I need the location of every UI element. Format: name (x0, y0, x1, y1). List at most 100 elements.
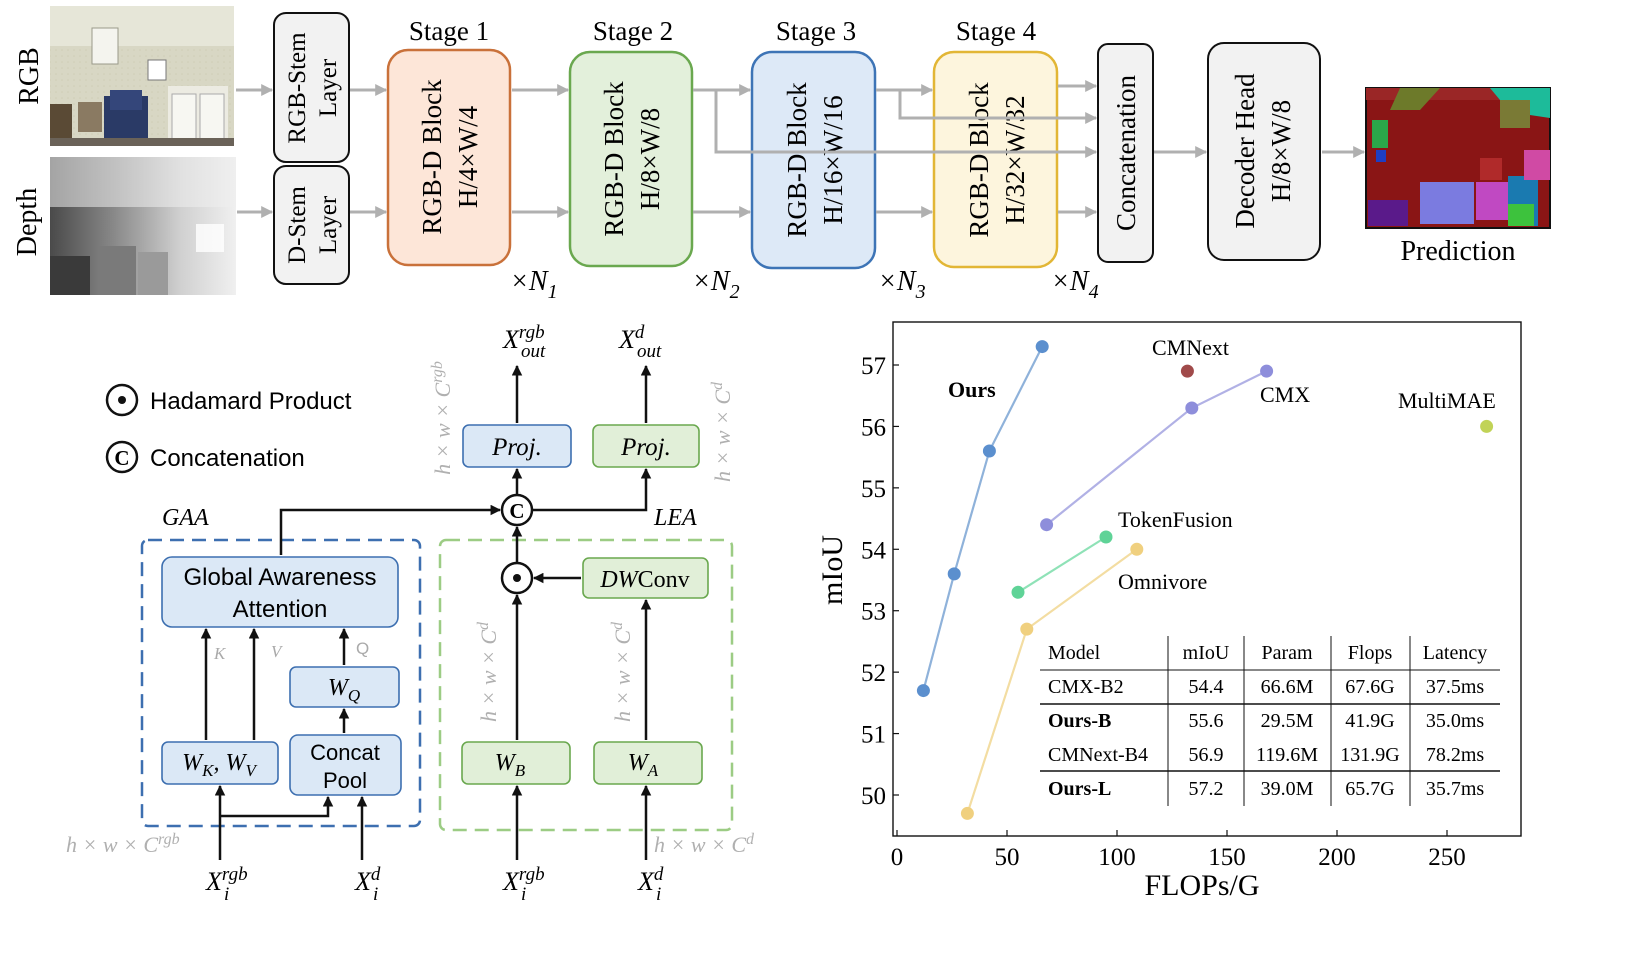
data-point-ours (1035, 340, 1049, 354)
table-cell: 37.5ms (1426, 676, 1485, 698)
table-cell: 131.9G (1340, 744, 1399, 766)
concat-legend-symbol (105, 440, 139, 474)
depth-stem-layer (273, 165, 350, 285)
stage-1: Stage 1 RGB-D Block H/4×W/4 ×N1 (386, 16, 558, 303)
depth-stem-line2: Layer (315, 195, 342, 254)
shape-cd-bottom: h × w × Cd (654, 831, 755, 857)
wq-box (289, 666, 400, 708)
data-point-cmx (1040, 518, 1054, 532)
concat-node (500, 493, 534, 527)
proj-d-box (592, 424, 700, 468)
y-tick-label: 56 (861, 414, 886, 441)
shape-crgb-bottom: h × w × Crgb (66, 831, 180, 857)
table-cell: 35.0ms (1426, 710, 1485, 732)
concat-pool-box (289, 734, 402, 796)
k-label: K (213, 644, 227, 663)
x-axis-label: FLOPs/G (1144, 869, 1259, 902)
stage-1-repeat: ×N1 (510, 266, 558, 303)
data-point-omnivore (960, 806, 974, 820)
table-cell: 65.7G (1345, 778, 1394, 800)
table-cell: 35.7ms (1426, 778, 1485, 800)
decoder-head-line2: H/8×W/8 (1266, 100, 1296, 202)
table-cell: 29.5M (1261, 710, 1314, 732)
x-tick-label: 200 (1318, 844, 1356, 871)
decoder-head-box (1207, 42, 1321, 261)
x-tick-label: 250 (1428, 844, 1466, 871)
v-label: V (271, 642, 284, 661)
global-awareness-attention-box (161, 556, 399, 628)
y-tick-label: 50 (861, 783, 886, 810)
table-header-cell: Param (1261, 642, 1313, 664)
x-tick-label: 50 (995, 844, 1020, 871)
series-line-tokenfusion (1017, 536, 1107, 594)
dwconv-label: DWConv (599, 567, 689, 593)
stage-4-title: Stage 4 (956, 16, 1037, 46)
y-tick-label: 55 (861, 476, 886, 503)
shape-cd-a: h × w × Cd (609, 621, 635, 722)
y-tick-label: 51 (861, 722, 886, 749)
depth-stem-line1: D-Stem (284, 186, 311, 264)
table-cell: Ours-L (1048, 778, 1111, 800)
table-cell: 66.6M (1261, 676, 1314, 698)
table-header-cell: Latency (1423, 642, 1487, 664)
dwconv-box (582, 557, 709, 599)
table-cell: 55.6 (1189, 710, 1224, 732)
concat-pool-line1: Concat (310, 740, 380, 765)
stage-1-block-label: RGB-D Block (417, 79, 447, 235)
series-label-cmx: CMX (1260, 382, 1310, 407)
stage-4-repeat: ×N4 (1051, 266, 1099, 303)
table-cell: 39.0M (1261, 778, 1314, 800)
table-header-cell: mIoU (1183, 642, 1230, 664)
chart-frame (892, 321, 1522, 837)
table-cell: 54.4 (1189, 676, 1224, 698)
data-point-cmx (1185, 401, 1199, 415)
table-cell: 119.6M (1256, 744, 1318, 766)
data-point-tokenfusion (1099, 530, 1113, 544)
series-label-multimae: MultiMAE (1398, 388, 1496, 413)
decoder-head-line1: Decoder Head (1230, 73, 1260, 229)
stage-4-block (932, 50, 1059, 269)
lea-region (438, 538, 734, 832)
stage-3-size: H/16×W/16 (818, 95, 848, 224)
global-awareness-attention-line2: Attention (233, 596, 328, 623)
series-label-ours: Ours (948, 377, 996, 402)
global-awareness-attention-line1: Global Awareness (183, 564, 376, 591)
gaa-label: GAA (162, 505, 209, 531)
series-label-tokenfusion: TokenFusion (1118, 507, 1233, 532)
depth-input-label: Depth (12, 188, 43, 256)
stage-4-size: H/32×W/32 (1000, 95, 1030, 224)
wkv-box (161, 741, 279, 785)
proj-rgb-label: Proj. (491, 434, 542, 461)
q-label: Q (356, 639, 369, 658)
series-line-ours (922, 346, 1044, 691)
data-point-ours (916, 684, 930, 698)
wb-box (461, 741, 571, 785)
shape-rgb-vertical: h × w × Crgb (429, 361, 455, 475)
proj-rgb-box (462, 424, 572, 468)
svg-text:C: C (509, 499, 524, 523)
shape-annotations: h × w × Crgb h × w × Cd h × w × Cd h × w… (66, 361, 755, 857)
data-point-omnivore (1020, 622, 1034, 636)
series-line-cmx (1045, 370, 1268, 526)
rgb-stem-layer (273, 12, 350, 163)
concatenation-box (1097, 43, 1154, 263)
wb-label: WB (495, 750, 526, 780)
stage-2-block (568, 50, 694, 268)
prediction-label: Prediction (1400, 236, 1515, 267)
svg-text:C: C (114, 446, 129, 470)
stage-3-repeat: ×N3 (878, 266, 926, 303)
wkv-label: WK, WV (182, 750, 258, 780)
stage-1-title: Stage 1 (409, 16, 489, 46)
concat-legend-label: Concatenation (150, 445, 305, 472)
table-cell: CMNext-B4 (1048, 744, 1148, 766)
block-detail: Hadamard Product C Concatenation GAA LEA… (66, 322, 755, 905)
x-tick-label: 150 (1208, 844, 1246, 871)
prediction-image (1365, 87, 1551, 229)
